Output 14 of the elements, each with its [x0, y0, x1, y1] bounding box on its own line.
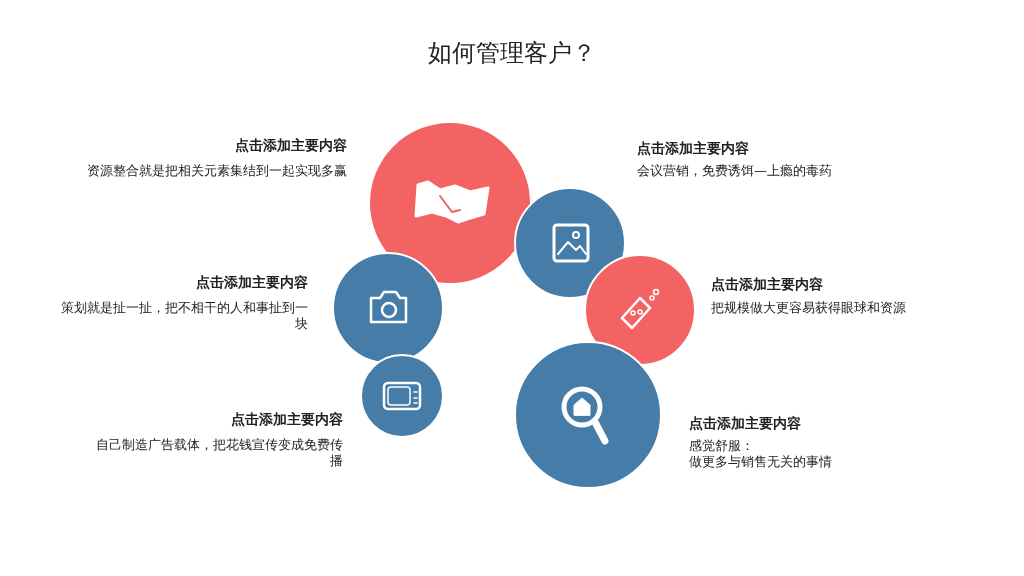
- description: 感觉舒服：: [689, 438, 755, 454]
- description: 资源整合就是把相关元素集结到一起实现多赢: [86, 163, 347, 179]
- title: 如何管理客户？: [427, 38, 597, 68]
- heading: 点击添加主要内容: [711, 276, 824, 292]
- description: 做更多与销售无关的事情: [689, 454, 833, 470]
- description: 自己制造广告载体，把花钱宣传变成免费传播: [95, 437, 343, 469]
- heading: 点击添加主要内容: [195, 274, 308, 290]
- description: 会议营销，免费诱饵—上瘾的毒药: [637, 163, 833, 179]
- heading: 点击添加主要内容: [230, 411, 343, 427]
- description: 策划就是扯一扯，把不相干的人和事扯到一块: [60, 300, 308, 332]
- heading: 点击添加主要内容: [234, 137, 347, 153]
- heading: 点击添加主要内容: [637, 140, 750, 156]
- heading: 点击添加主要内容: [689, 415, 802, 431]
- description: 把规模做大更容易获得眼球和资源: [711, 300, 907, 316]
